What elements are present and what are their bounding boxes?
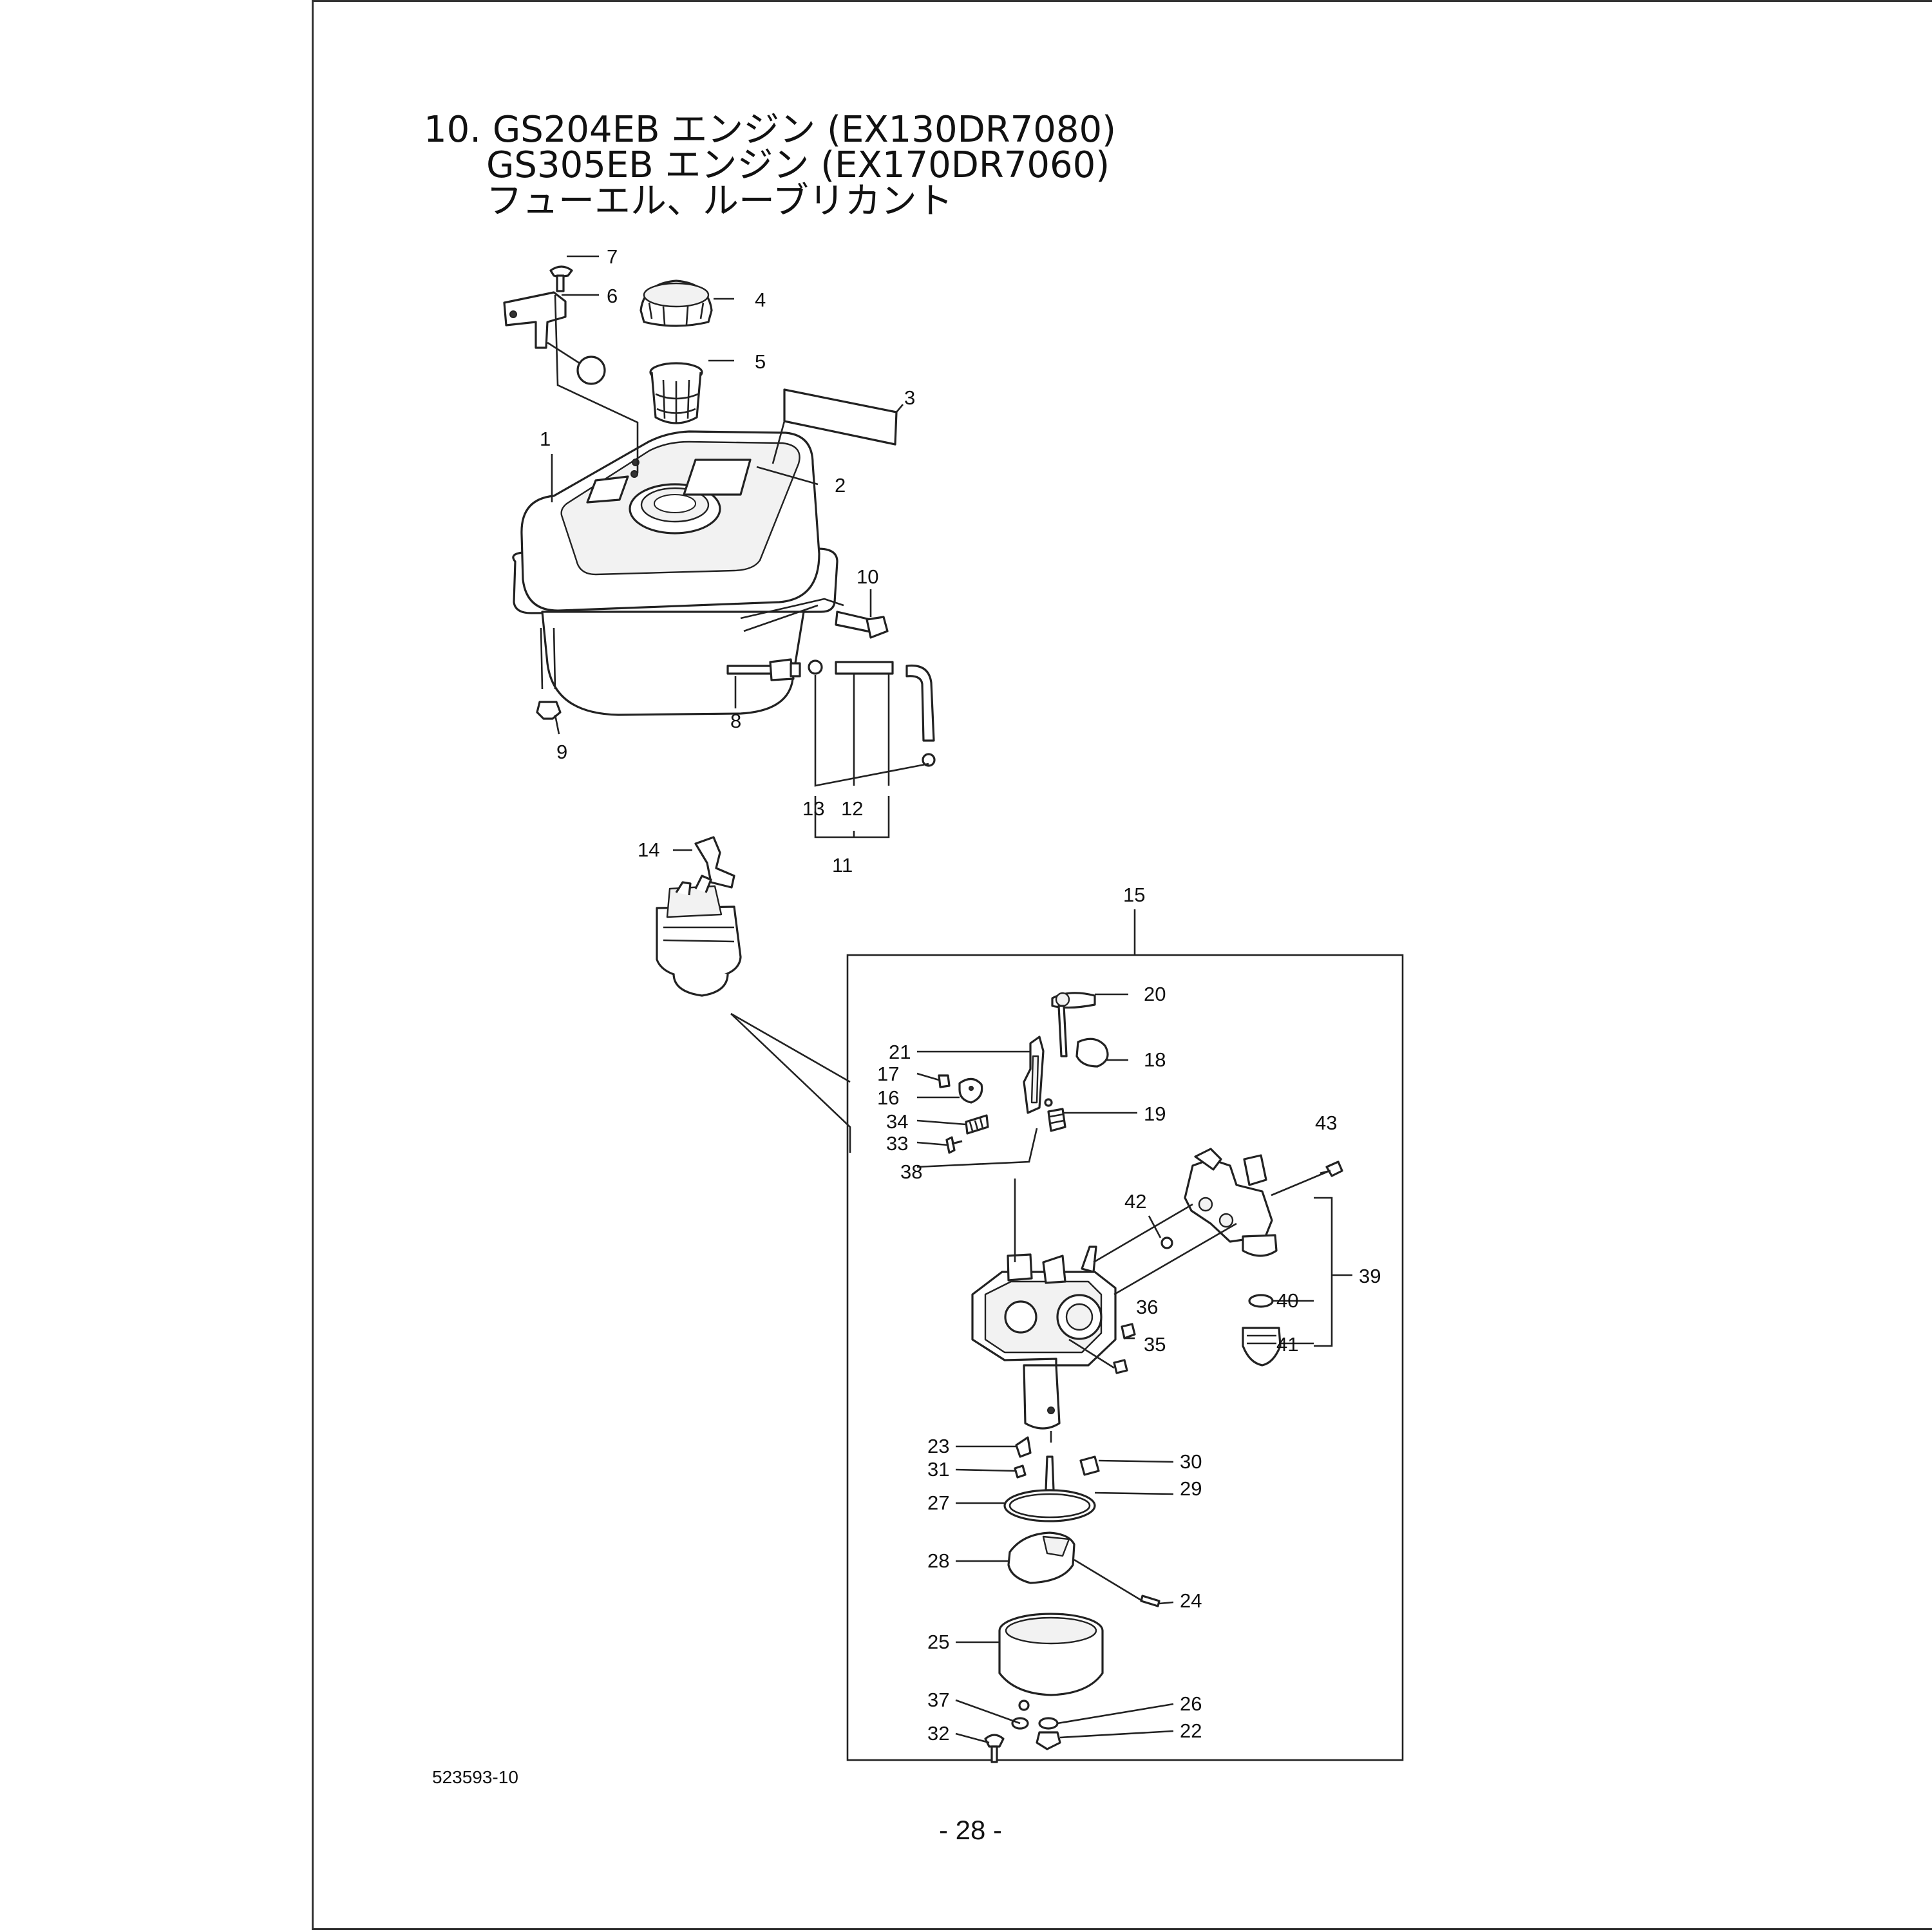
page-title-line-1: 10. GS204EB エンジン (EX130DR7080) xyxy=(424,109,1116,151)
label-part-17: 17 xyxy=(877,1063,899,1085)
label-part-32: 32 xyxy=(927,1722,949,1745)
label-part-9: 9 xyxy=(556,741,567,763)
leader-lines-tank xyxy=(551,255,929,1153)
label-part-6: 6 xyxy=(607,285,618,307)
label-part-7: 7 xyxy=(607,245,618,268)
label-part-13: 13 xyxy=(802,797,824,820)
label-part-31: 31 xyxy=(927,1458,949,1481)
label-part-34: 34 xyxy=(886,1110,908,1133)
label-part-15: 15 xyxy=(1123,884,1145,906)
float-chamber-parts-illustration xyxy=(984,1436,1160,1763)
label-part-38: 38 xyxy=(900,1160,922,1183)
tank-bolt-illustration xyxy=(835,611,889,639)
label-part-8: 8 xyxy=(730,710,741,732)
screw-36-illustration xyxy=(1121,1323,1136,1340)
label-part-30: 30 xyxy=(1180,1450,1202,1473)
tank-nut-illustration xyxy=(536,701,562,720)
carburetor-assembly-small-illustration xyxy=(656,836,742,997)
label-part-1: 1 xyxy=(540,428,551,450)
page-number: - 28 - xyxy=(939,1815,1003,1845)
label-part-16: 16 xyxy=(877,1086,899,1109)
label-part-21: 21 xyxy=(889,1041,911,1063)
label-part-26: 26 xyxy=(1180,1692,1202,1715)
page-title-line-2: GS305EB エンジン (EX170DR7060) xyxy=(486,144,1110,186)
label-part-3: 3 xyxy=(904,386,915,409)
label-part-37: 37 xyxy=(927,1689,949,1711)
label-part-41: 41 xyxy=(1276,1333,1298,1356)
page-border xyxy=(312,0,1932,1930)
label-part-27: 27 xyxy=(927,1492,949,1514)
fuel-gauge-bracket-illustration xyxy=(503,265,606,385)
label-part-33: 33 xyxy=(886,1132,908,1155)
choke-throttle-parts-illustration xyxy=(938,992,1109,1154)
label-part-18: 18 xyxy=(1144,1048,1166,1071)
label-part-43: 43 xyxy=(1315,1112,1337,1134)
label-part-42: 42 xyxy=(1124,1190,1146,1213)
label-part-11: 11 xyxy=(832,854,853,876)
leader-lines-detail xyxy=(916,993,1352,1744)
fuel-tank-illustration xyxy=(512,430,838,716)
screw-35-illustration xyxy=(1113,1359,1128,1374)
label-part-39: 39 xyxy=(1359,1265,1381,1287)
fuel-strainer-illustration xyxy=(649,362,703,424)
label-part-24: 24 xyxy=(1180,1589,1202,1612)
carburetor-body-illustration xyxy=(971,1245,1117,1430)
fuel-hose-illustration xyxy=(808,659,936,767)
label-part-36: 36 xyxy=(1136,1296,1158,1318)
label-part-5: 5 xyxy=(755,350,766,373)
label-part-19: 19 xyxy=(1144,1103,1166,1125)
label-part-22: 22 xyxy=(1180,1719,1202,1742)
label-part-23: 23 xyxy=(927,1435,949,1457)
fuel-cock-illustration xyxy=(726,658,801,681)
label-part-40: 40 xyxy=(1276,1289,1298,1312)
carburetor-fuel-valve-illustration xyxy=(1160,1148,1343,1367)
part-number-labels: 7 6 4 5 3 1 2 10 8 9 13 12 11 14 15 20 2… xyxy=(540,245,1381,1745)
label-part-28: 28 xyxy=(927,1549,949,1572)
label-part-20: 20 xyxy=(1144,983,1166,1005)
label-part-2: 2 xyxy=(835,474,846,497)
label-part-10: 10 xyxy=(857,565,878,588)
carburetor-detail-frame xyxy=(846,954,1404,1761)
tank-label-sheet-illustration xyxy=(783,388,898,446)
label-part-12: 12 xyxy=(841,797,863,820)
page-title-line-3: フューエル、ルーブリカント xyxy=(486,180,953,222)
label-part-14: 14 xyxy=(638,838,659,861)
label-part-35: 35 xyxy=(1144,1333,1166,1356)
document-id: 523593-10 xyxy=(432,1767,518,1787)
fuel-cap-illustration xyxy=(639,279,713,327)
label-part-29: 29 xyxy=(1180,1477,1202,1500)
label-part-4: 4 xyxy=(755,289,766,311)
label-part-25: 25 xyxy=(927,1631,949,1653)
